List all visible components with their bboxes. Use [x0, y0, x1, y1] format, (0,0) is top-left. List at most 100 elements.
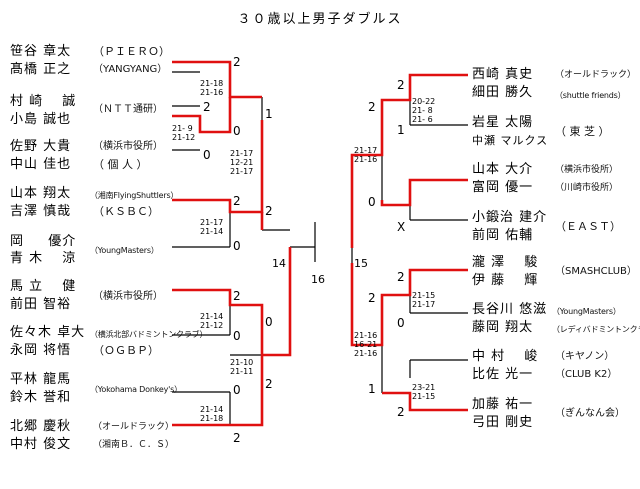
- match-result: 2: [368, 291, 376, 305]
- player-club: （shuttle friends）: [555, 91, 626, 100]
- match-score: 21-17 21-14: [200, 218, 224, 236]
- player-club: （ 東 芝 ）: [555, 125, 610, 138]
- player-name: 加藤 祐一: [472, 397, 534, 412]
- player-name: 小島 誠也: [10, 112, 72, 127]
- player-name: 山本 翔太: [10, 186, 72, 201]
- player-name: 前田 智裕: [10, 297, 72, 312]
- player-name: 鈴木 誉和: [10, 390, 72, 405]
- player-name: 藤岡 翔太: [472, 320, 534, 335]
- match-score: 21-18 21-16: [200, 79, 224, 97]
- match-result: 0: [397, 316, 405, 330]
- player-club: （CLUB K2）: [555, 369, 618, 380]
- player-name: 北郷 慶秋: [10, 419, 72, 434]
- player-name: 平林 龍馬: [10, 372, 72, 387]
- player-name: 中瀬 マルクス: [472, 134, 549, 147]
- match-result: 2: [397, 78, 405, 92]
- match-score: 21-16 16-21 21-16: [354, 331, 378, 358]
- player-club: （横浜市役所）: [93, 141, 163, 152]
- match-result: 2: [203, 100, 211, 114]
- match-result: X: [397, 220, 406, 234]
- player-name: 中山 佳也: [10, 157, 72, 172]
- match-number: 15: [354, 257, 368, 270]
- match-number: 16: [311, 273, 325, 286]
- match-result: 0: [233, 329, 241, 343]
- player-name: 前岡 佑輔: [472, 228, 534, 243]
- player-club: （ＯＧＢＰ）: [93, 344, 159, 357]
- player-name: 岩星 太陽: [472, 115, 534, 130]
- player-name: 村 崎 誠: [10, 94, 77, 109]
- player-name: 佐々木 卓大: [10, 325, 86, 340]
- player-name: 岡 優介: [10, 234, 77, 249]
- match-score: 21-15 21-17: [412, 291, 436, 309]
- player-club: （Yokohama Donkey's）: [90, 385, 182, 394]
- player-name: 比佐 光一: [472, 367, 534, 382]
- player-name: 中 村 峻: [472, 349, 539, 364]
- player-club: （オールドラック）: [555, 70, 637, 80]
- match-result: 2: [265, 204, 273, 218]
- page-title: ３０歳以上男子ダブルス: [237, 12, 403, 27]
- match-result: 1: [368, 382, 376, 396]
- player-name: 細田 勝久: [472, 85, 534, 100]
- player-name: 髙橋 正之: [10, 62, 72, 77]
- player-name: 青 木 涼: [10, 251, 77, 266]
- match-result: 2: [368, 100, 376, 114]
- match-score: 21-17 21-16: [354, 146, 378, 164]
- player-club: （ＰＩＥＲＯ）: [93, 45, 170, 58]
- player-name: 富岡 優一: [472, 180, 534, 195]
- player-club: （湘南Ｂ．Ｃ．Ｓ）: [93, 440, 175, 450]
- player-name: 伊 藤 輝: [472, 273, 539, 288]
- match-result: 0: [203, 148, 211, 162]
- match-number: 14: [272, 257, 286, 270]
- player-name: 馬 立 健: [10, 279, 77, 294]
- match-score: 21-10 21-11: [230, 358, 254, 376]
- player-name: 吉澤 慎哉: [10, 204, 72, 219]
- match-result: 0: [265, 315, 273, 329]
- player-name: 小鍛治 建介: [472, 210, 548, 225]
- player-club: （横浜北部バドミントンクラブ）: [90, 330, 208, 339]
- match-score: 21-14 21-18: [200, 405, 224, 423]
- match-result: 0: [233, 239, 241, 253]
- match-result: 2: [233, 55, 241, 69]
- match-result: 0: [233, 124, 241, 138]
- match-result: 0: [368, 195, 376, 209]
- player-name: 弓田 剛史: [472, 415, 534, 430]
- match-result: 0: [233, 383, 241, 397]
- player-club: （ＮＴＴ通研）: [93, 104, 163, 115]
- match-score: 21-17 12-21 21-17: [230, 149, 254, 176]
- match-result: 2: [397, 270, 405, 284]
- player-name: 瀧 澤 駿: [472, 255, 539, 270]
- match-result: 2: [233, 289, 241, 303]
- player-club: （キヤノン）: [555, 351, 615, 362]
- player-club: （SMASHCLUB）: [555, 266, 637, 277]
- match-score: 21-14 21-12: [200, 312, 224, 330]
- match-result: 2: [233, 431, 241, 445]
- player-club: （横浜市役所）: [555, 165, 619, 175]
- match-score: 20-22 21- 8 21- 6: [412, 97, 436, 124]
- match-score: 21- 9 21-12: [172, 124, 196, 142]
- match-result: 2: [233, 194, 241, 208]
- player-club: （YANGYANG）: [93, 64, 168, 75]
- player-name: 山本 大介: [472, 162, 534, 177]
- player-club: （ 個 人 ）: [93, 158, 148, 171]
- match-result: 1: [265, 107, 273, 121]
- player-name: 西崎 真史: [472, 67, 534, 82]
- player-name: 中村 俊文: [10, 437, 72, 452]
- player-name: 永岡 将悟: [10, 343, 72, 358]
- player-name: 佐野 大貴: [10, 139, 72, 154]
- match-result: 2: [265, 377, 273, 391]
- player-club: （ぎんなん会）: [555, 408, 625, 419]
- player-club: （YoungMasters）: [90, 246, 159, 255]
- player-club: （川崎市役所）: [555, 183, 619, 193]
- player-club: （湘南FlyingShuttlers）: [90, 191, 179, 200]
- match-score: 23-21 21-15: [412, 383, 436, 401]
- player-club: （ＥＡＳＴ）: [555, 220, 621, 233]
- player-club: （ＫＳＢＣ）: [93, 205, 159, 218]
- player-name: 笹谷 章太: [10, 44, 72, 59]
- player-club: （オールドラック）: [93, 422, 175, 432]
- player-club: （レディバドミントンクラブ）: [552, 325, 640, 334]
- player-name: 長谷川 悠滋: [472, 302, 548, 317]
- match-result: 2: [397, 405, 405, 419]
- player-club: （横浜市役所）: [93, 291, 163, 302]
- match-result: 1: [397, 123, 405, 137]
